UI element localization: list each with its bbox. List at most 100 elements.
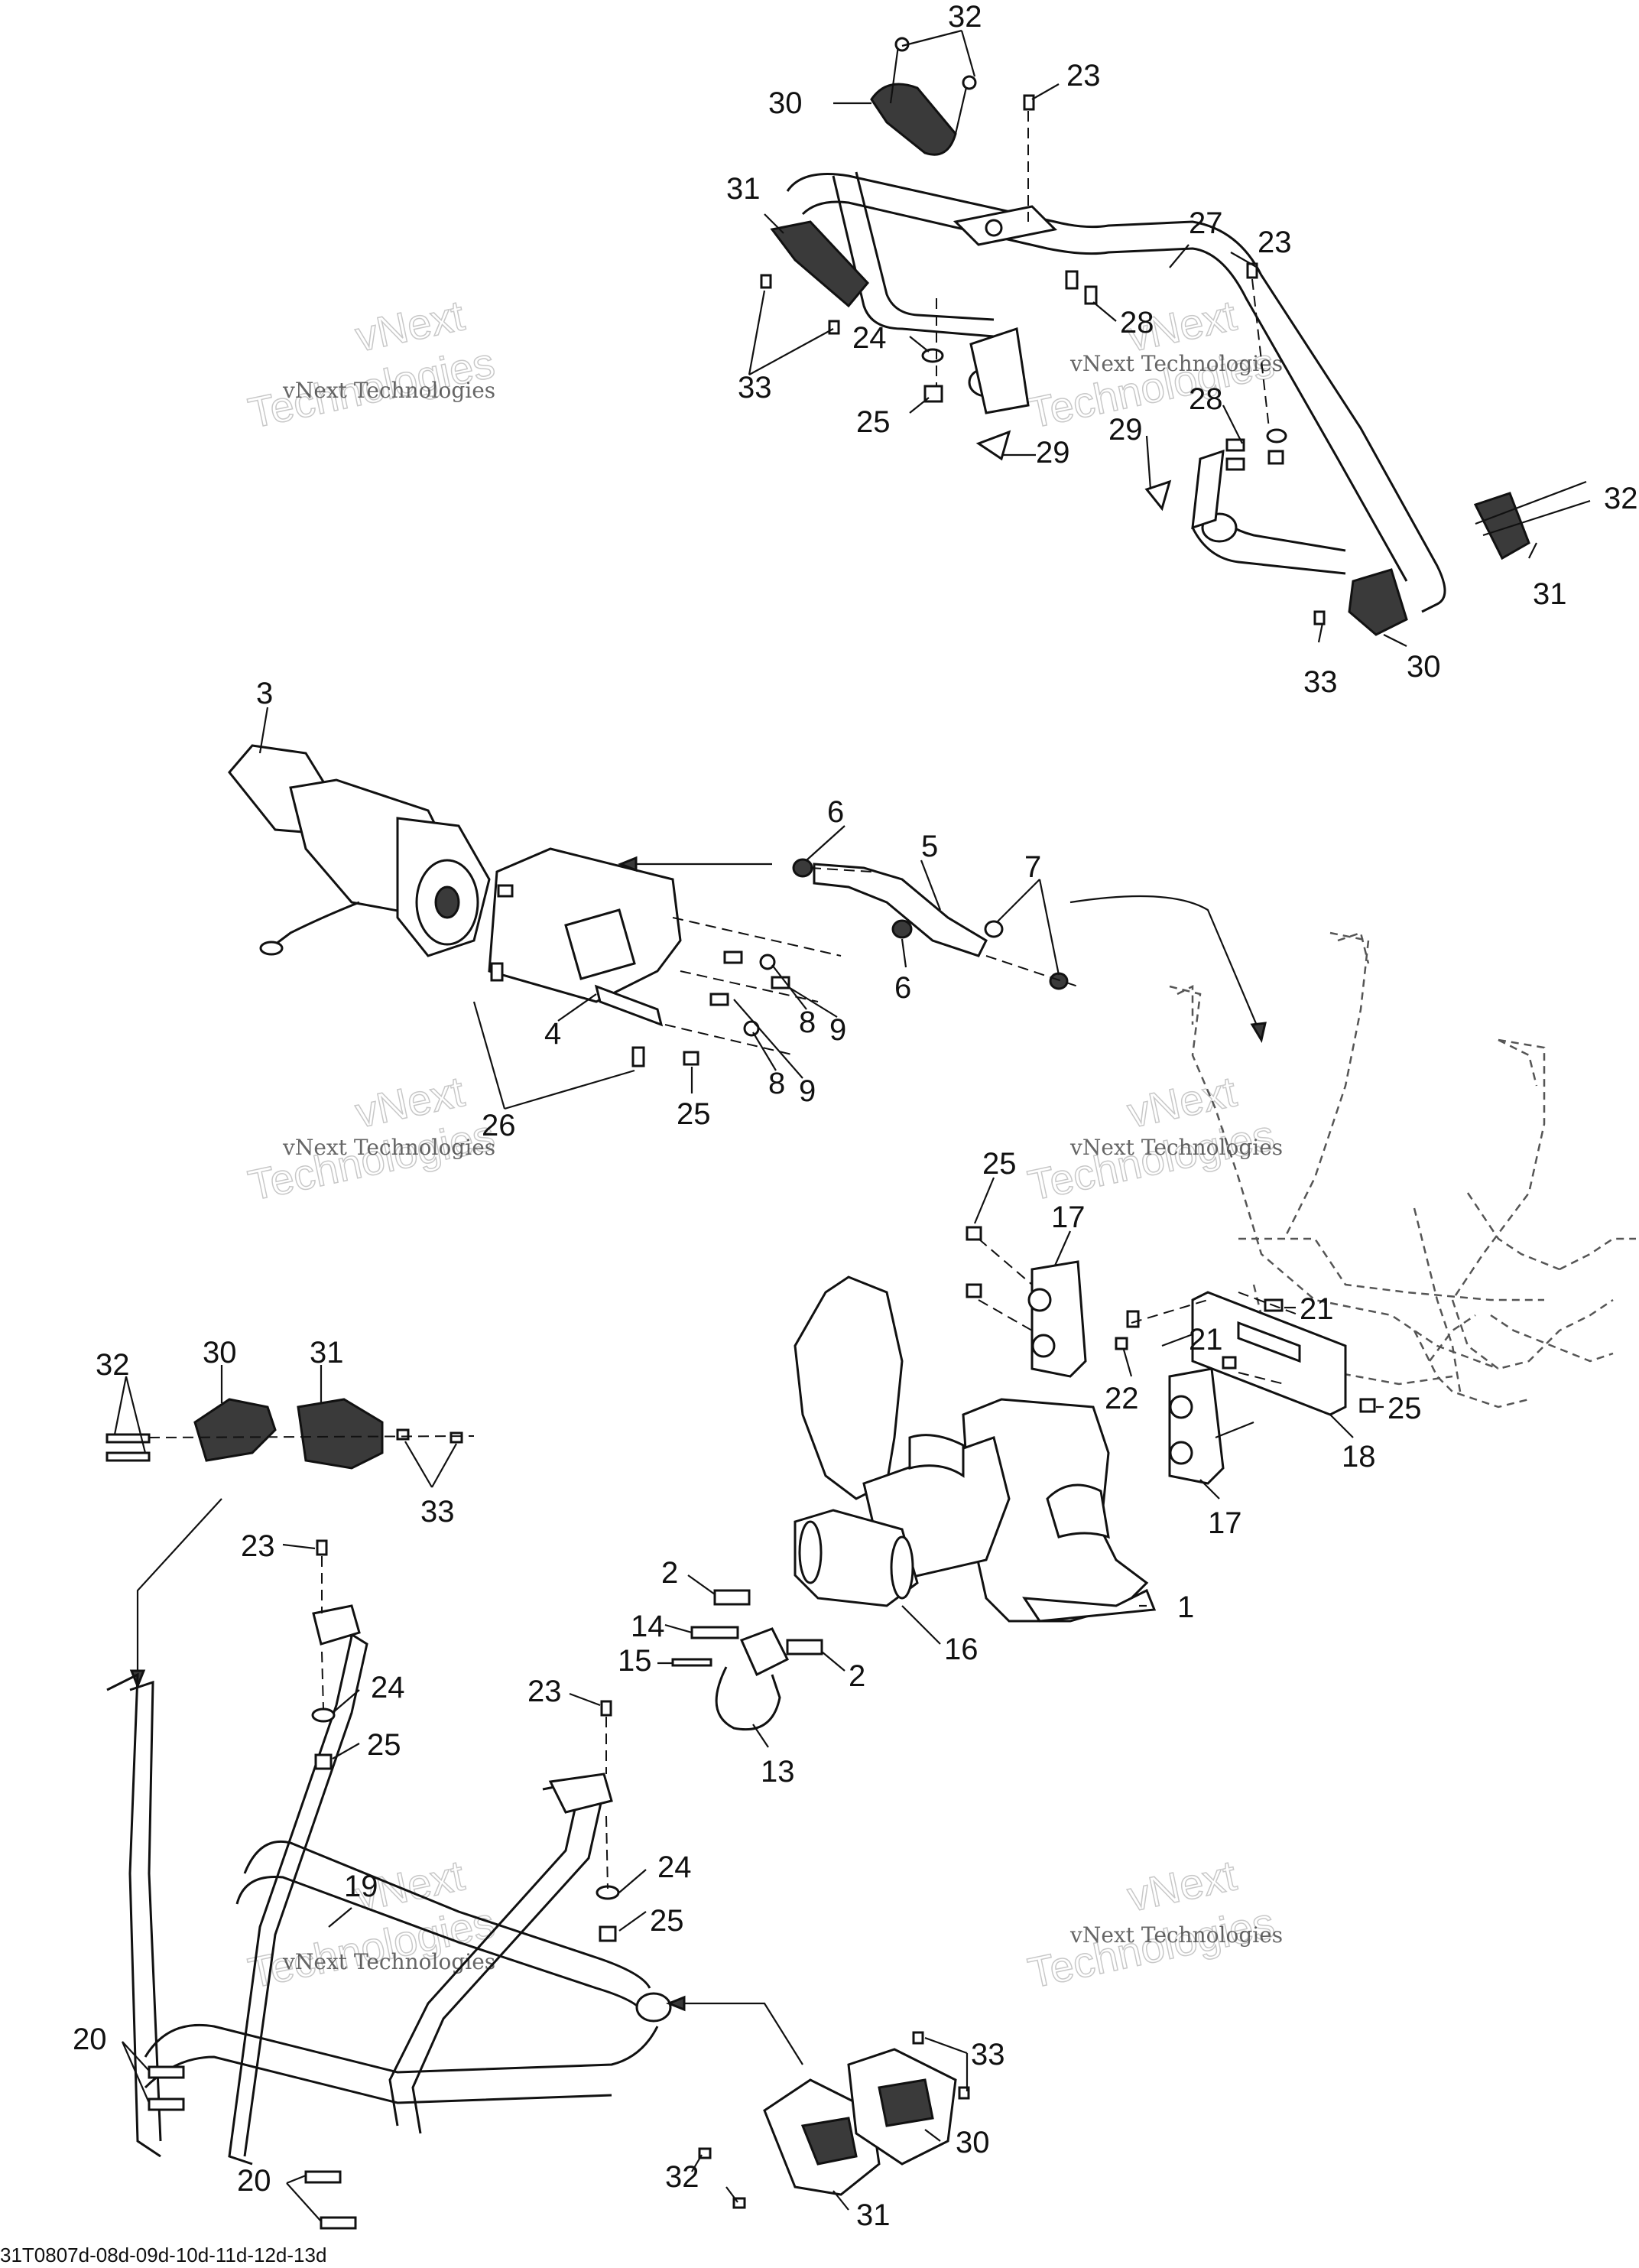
callout-1: 1 xyxy=(1177,1591,1194,1624)
bracket-29 xyxy=(969,327,1030,414)
callout-24: 24 xyxy=(657,1850,692,1884)
front-bumper-assembly xyxy=(671,1226,1376,1731)
callout-14: 14 xyxy=(631,1610,665,1643)
callout-leaders xyxy=(113,29,1537,2222)
nut-25 xyxy=(1267,450,1284,465)
fairlead-roller xyxy=(798,1520,823,1584)
screw-33 xyxy=(912,2031,924,2045)
callout-25: 25 xyxy=(650,1904,684,1938)
callout-32: 32 xyxy=(96,1348,130,1382)
callout-4: 4 xyxy=(544,1017,561,1051)
callout-6: 6 xyxy=(894,971,911,1005)
bumper-window xyxy=(1046,1483,1110,1539)
callout-15: 15 xyxy=(618,1644,652,1678)
watermark-bottom-right: Technologies vNext vNext Technologies xyxy=(1024,1850,1283,1998)
watermark-label: vNext Technologies xyxy=(1069,1922,1283,1948)
bolt-2 xyxy=(713,1589,751,1606)
callout-27: 27 xyxy=(1189,206,1223,240)
tube-end-cap xyxy=(635,1992,672,2023)
clamp-31 xyxy=(1473,492,1530,561)
callout-21: 21 xyxy=(1300,1292,1334,1326)
callout-32: 32 xyxy=(665,2160,699,2194)
bracket-17 xyxy=(1168,1367,1225,1485)
clamp-30 xyxy=(1348,568,1408,636)
left-clamps-assembly xyxy=(105,1398,475,1690)
screw-23 xyxy=(316,1539,328,1556)
callout-30: 30 xyxy=(1407,650,1441,684)
callout-2: 2 xyxy=(849,1659,865,1693)
mount-plate xyxy=(953,205,1058,246)
bolt-32 xyxy=(962,75,977,90)
callout-24: 24 xyxy=(371,1671,405,1704)
callout-23: 23 xyxy=(527,1675,562,1708)
callout-31: 31 xyxy=(726,172,761,206)
bolt-32 xyxy=(105,1433,151,1444)
washer-24 xyxy=(1266,428,1287,444)
callout-30: 30 xyxy=(956,2126,990,2159)
watermark-label: vNext Technologies xyxy=(282,378,495,403)
washer-22 xyxy=(1115,1337,1128,1350)
callout-labels: 32 23 30 31 27 23 28 33 24 25 28 29 29 3… xyxy=(73,0,1638,2232)
bolt-28 xyxy=(1225,457,1245,471)
arrow-head xyxy=(665,1995,686,2012)
bracket-17-boss xyxy=(1169,1395,1193,1419)
clamp-grip xyxy=(878,2078,934,2127)
clip-15 xyxy=(671,1658,712,1667)
callout-17: 17 xyxy=(1208,1506,1242,1540)
hook-13 xyxy=(739,1627,790,1677)
winch-hook-loop xyxy=(259,941,284,956)
callout-13: 13 xyxy=(761,1755,795,1789)
bolt-9 xyxy=(723,950,743,964)
washer-8 xyxy=(759,954,776,970)
callout-9: 9 xyxy=(829,1013,846,1047)
bracket-29 xyxy=(1191,449,1225,530)
callout-21: 21 xyxy=(1189,1323,1223,1357)
winch-assembly xyxy=(228,744,842,1067)
bracket-18-slot xyxy=(1237,1321,1301,1363)
screw-33 xyxy=(1313,610,1326,625)
watermark-label: vNext Technologies xyxy=(282,1135,495,1160)
nut-25 xyxy=(1359,1398,1376,1413)
bolt-9 xyxy=(709,993,729,1006)
callout-29: 29 xyxy=(1108,413,1143,447)
clamp-grip xyxy=(800,2117,858,2166)
callout-33: 33 xyxy=(420,1495,455,1529)
screw-23 xyxy=(600,1700,612,1717)
bracket-17-boss xyxy=(1169,1441,1193,1465)
bolt-20 xyxy=(148,2065,185,2079)
nut-6 xyxy=(792,858,813,878)
watermark-mid-right: Technologies vNext vNext Technologies xyxy=(1024,1067,1283,1210)
callout-3: 3 xyxy=(256,677,273,710)
plate-cutout xyxy=(564,908,636,980)
nut-25 xyxy=(599,1925,617,1942)
nut-25 xyxy=(314,1753,333,1770)
nut-25 xyxy=(497,884,514,898)
bolt-28 xyxy=(1065,270,1079,290)
watermark-top-left: Technologies vNext vNext Technologies xyxy=(244,291,499,438)
tube-mount-plate xyxy=(548,1772,613,1814)
mount-hole xyxy=(985,219,1003,237)
callout-16: 16 xyxy=(944,1633,979,1666)
bracket-29-tab xyxy=(1144,479,1172,512)
watermark-label: vNext Technologies xyxy=(1069,351,1283,376)
nut-25 xyxy=(966,1283,982,1298)
callout-22: 22 xyxy=(1105,1382,1139,1415)
callout-31: 31 xyxy=(1533,577,1567,611)
callout-33: 33 xyxy=(738,371,772,405)
watermark-mid-left: Technologies vNext vNext Technologies xyxy=(244,1067,499,1210)
callout-28: 28 xyxy=(1189,382,1223,416)
callout-2: 2 xyxy=(661,1556,678,1590)
washer-7 xyxy=(1049,972,1069,990)
callout-32: 32 xyxy=(1604,482,1638,515)
callout-17: 17 xyxy=(1051,1201,1086,1234)
callout-24: 24 xyxy=(852,321,887,355)
arrow-head xyxy=(1250,1022,1267,1043)
fairlead-roller xyxy=(890,1535,914,1600)
screw-33 xyxy=(396,1428,410,1441)
callout-20: 20 xyxy=(237,2164,271,2198)
plate-flange xyxy=(594,984,664,1027)
callout-18: 18 xyxy=(1342,1440,1376,1474)
callout-25: 25 xyxy=(367,1728,401,1762)
washer-7 xyxy=(984,920,1004,938)
